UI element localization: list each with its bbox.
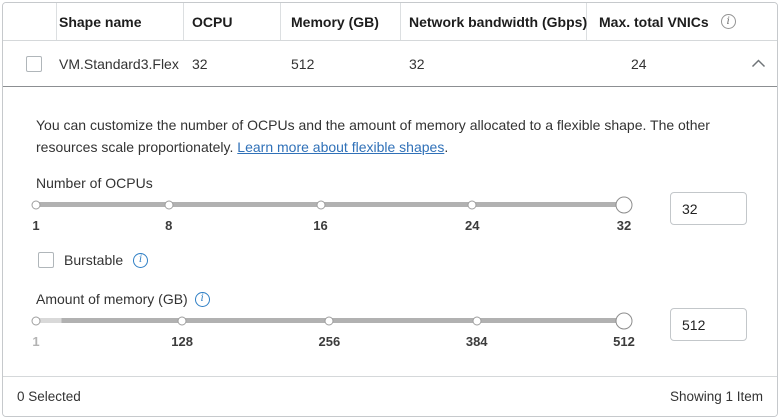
ocpu-slider-handle[interactable] (615, 196, 633, 213)
memory-value-input[interactable] (670, 308, 747, 341)
shape-table-header: Shape name OCPU Memory (GB) Network band… (3, 3, 777, 41)
column-header-max-vnics: Max. total VNICs i (587, 3, 746, 40)
header-checkbox-spacer (3, 3, 57, 40)
memory-tick-label: 512 (613, 334, 635, 349)
description-suffix: . (444, 139, 449, 155)
learn-more-link[interactable]: Learn more about flexible shapes (237, 139, 445, 155)
cell-ocpu: 32 (192, 55, 208, 72)
memory-tick-1 (31, 316, 41, 325)
table-footer: 0 Selected Showing 1 Item (3, 376, 777, 416)
burstable-checkbox[interactable] (38, 252, 54, 268)
cell-memory: 512 (291, 55, 315, 72)
collapse-row-button[interactable] (746, 41, 777, 86)
memory-info-icon[interactable]: i (194, 291, 210, 307)
shape-row-checkbox[interactable] (26, 55, 42, 72)
column-header-ocpu: OCPU (184, 3, 281, 40)
memory-tick-label: 256 (318, 334, 341, 349)
shape-table-row[interactable]: VM.Standard3.Flex 32 512 32 24 (3, 41, 777, 87)
memory-slider-label-text: Amount of memory (GB) (36, 291, 188, 307)
panel-description: You can customize the number of OCPUs an… (36, 114, 760, 158)
showing-count: Showing 1 Item (669, 389, 763, 404)
memory-tick-256 (324, 316, 334, 325)
cell-max-vnics: 24 (631, 55, 647, 72)
column-header-network-bandwidth: Network bandwidth (Gbps) (401, 3, 587, 40)
ocpu-slider-track[interactable] (36, 202, 624, 207)
burstable-row: Burstable i (36, 250, 747, 270)
memory-slider: 1 128 256 384 512 (31, 307, 635, 350)
description-text: You can customize the number of OCPUs an… (36, 117, 710, 155)
ocpu-tick-label: 8 (165, 218, 173, 233)
ocpu-tick-label: 32 (616, 218, 632, 233)
ocpu-slider: 1 8 16 24 32 (31, 191, 633, 234)
burstable-info-icon[interactable]: i (133, 252, 149, 268)
memory-slider-label: Amount of memory (GB) i (36, 291, 747, 307)
cell-shape-name: VM.Standard3.Flex (59, 55, 179, 72)
ocpu-tick-label: 24 (465, 218, 480, 233)
ocpu-tick-label: 1 (32, 218, 40, 233)
row-checkbox-cell (3, 55, 57, 72)
header-chevron-spacer (746, 3, 777, 40)
selected-count: 0 Selected (17, 389, 81, 404)
memory-slider-row: 1 128 256 384 512 (31, 307, 747, 350)
memory-tick-label: 1 (32, 334, 40, 349)
ocpu-slider-label: Number of OCPUs (36, 175, 153, 191)
ocpu-tick-24 (467, 200, 477, 209)
memory-tick-label: 128 (171, 334, 193, 349)
vnics-info-icon[interactable]: i (720, 14, 736, 29)
ocpu-tick-16 (316, 200, 326, 209)
memory-tick-128 (177, 316, 187, 325)
ocpu-slider-row: 1 8 16 24 32 (31, 191, 747, 234)
ocpu-value-input[interactable] (670, 192, 747, 225)
column-header-memory: Memory (GB) (281, 3, 401, 40)
cell-network-bandwidth: 32 (409, 55, 425, 72)
ocpu-tick-1 (31, 200, 41, 209)
column-header-shape-name: Shape name (57, 3, 184, 40)
memory-tick-label: 384 (465, 334, 488, 349)
chevron-up-icon (751, 59, 766, 68)
memory-tick-384 (472, 316, 482, 325)
burstable-label: Burstable (64, 252, 124, 268)
ocpu-tick-label: 16 (313, 218, 328, 233)
ocpu-tick-8 (164, 200, 174, 209)
memory-slider-handle[interactable] (615, 312, 633, 329)
flexible-shape-panel: You can customize the number of OCPUs an… (3, 88, 777, 378)
column-header-max-vnics-label: Max. total VNICs (599, 13, 709, 30)
